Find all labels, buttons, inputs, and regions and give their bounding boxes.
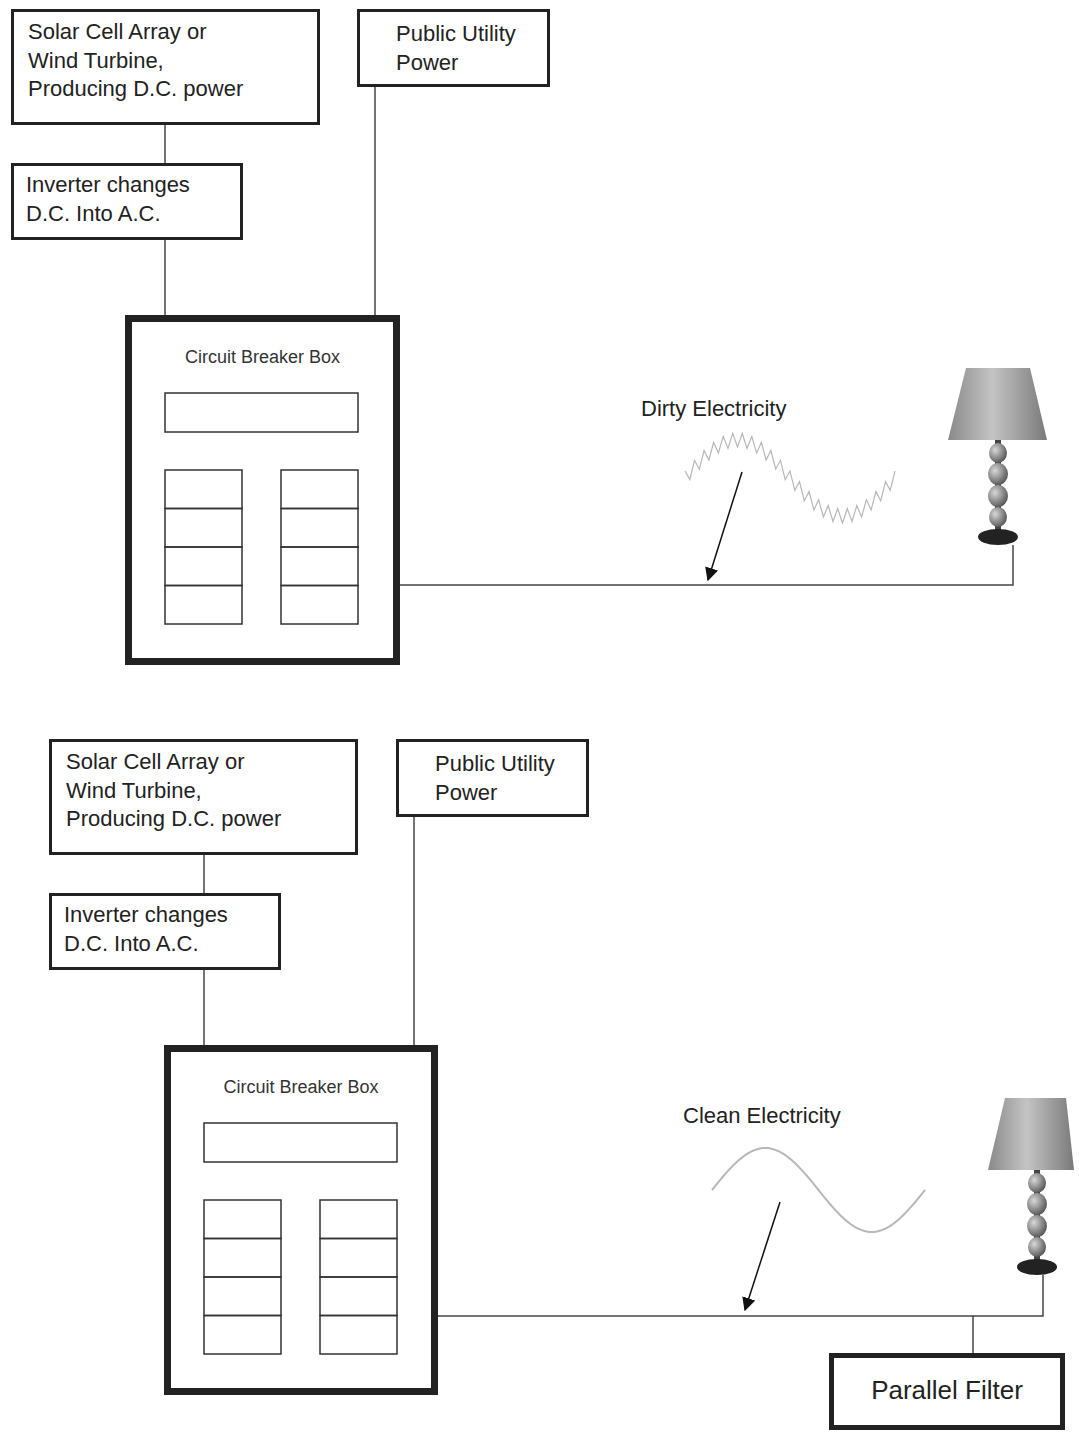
dirty-waveform bbox=[685, 433, 895, 523]
circuit-breaker bbox=[320, 1239, 397, 1278]
circuit-breaker bbox=[281, 547, 358, 586]
connector-wire bbox=[203, 970, 205, 1045]
circuit-breaker bbox=[165, 470, 242, 509]
utility-box: Public Utility Power bbox=[357, 9, 550, 87]
connector-wire bbox=[438, 1316, 973, 1353]
breaker-box: Circuit Breaker Box bbox=[125, 315, 400, 665]
circuit-breaker bbox=[320, 1277, 397, 1316]
circuit-breaker bbox=[165, 547, 242, 586]
utility-box: Public Utility Power bbox=[396, 739, 589, 817]
box-text: Solar Cell Array or Wind Turbine, Produc… bbox=[28, 18, 256, 104]
connector-wire bbox=[374, 87, 376, 315]
lamp bbox=[948, 368, 1047, 545]
connector-wire bbox=[164, 240, 166, 315]
circuit-breaker bbox=[320, 1316, 397, 1355]
circuit-breaker bbox=[281, 586, 358, 625]
wire bbox=[400, 545, 1013, 585]
box-text: Public Utility Power bbox=[396, 20, 546, 77]
box-text: Solar Cell Array or Wind Turbine, Produc… bbox=[66, 748, 294, 834]
circuit-breaker bbox=[165, 509, 242, 548]
box-text: Circuit Breaker Box bbox=[132, 346, 393, 369]
signal-label: Dirty Electricity bbox=[639, 396, 788, 422]
circuit-breaker bbox=[165, 586, 242, 625]
connector-wire bbox=[413, 817, 415, 1045]
circuit-breaker bbox=[204, 1200, 281, 1239]
box-text: Public Utility Power bbox=[435, 750, 585, 807]
breaker-panel-label-slot bbox=[165, 393, 358, 432]
circuit-breaker bbox=[320, 1200, 397, 1239]
wire bbox=[973, 1275, 1043, 1316]
box-text: Inverter changes D.C. Into A.C. bbox=[64, 901, 259, 958]
box-text: Inverter changes D.C. Into A.C. bbox=[26, 171, 221, 228]
clean-waveform bbox=[712, 1148, 925, 1232]
leader-arrow bbox=[708, 472, 742, 580]
circuit-breaker bbox=[281, 509, 358, 548]
source-box: Solar Cell Array or Wind Turbine, Produc… bbox=[49, 739, 358, 855]
breaker-box: Circuit Breaker Box bbox=[164, 1045, 438, 1395]
source-box: Solar Cell Array or Wind Turbine, Produc… bbox=[11, 9, 320, 125]
connector-wire bbox=[203, 855, 205, 893]
breaker-panel-label-slot bbox=[204, 1123, 397, 1162]
circuit-breaker bbox=[204, 1277, 281, 1316]
signal-label: Clean Electricity bbox=[681, 1103, 843, 1129]
lamp bbox=[988, 1098, 1074, 1275]
box-text: Parallel Filter bbox=[834, 1374, 1060, 1408]
inverter-box: Inverter changes D.C. Into A.C. bbox=[49, 893, 281, 970]
circuit-breaker bbox=[204, 1239, 281, 1278]
circuit-breaker bbox=[204, 1316, 281, 1355]
leader-arrow bbox=[745, 1202, 780, 1310]
connector-wire bbox=[164, 125, 166, 163]
filter-box: Parallel Filter bbox=[829, 1353, 1065, 1430]
circuit-breaker bbox=[281, 470, 358, 509]
box-text: Circuit Breaker Box bbox=[171, 1076, 431, 1099]
inverter-box: Inverter changes D.C. Into A.C. bbox=[11, 163, 243, 240]
